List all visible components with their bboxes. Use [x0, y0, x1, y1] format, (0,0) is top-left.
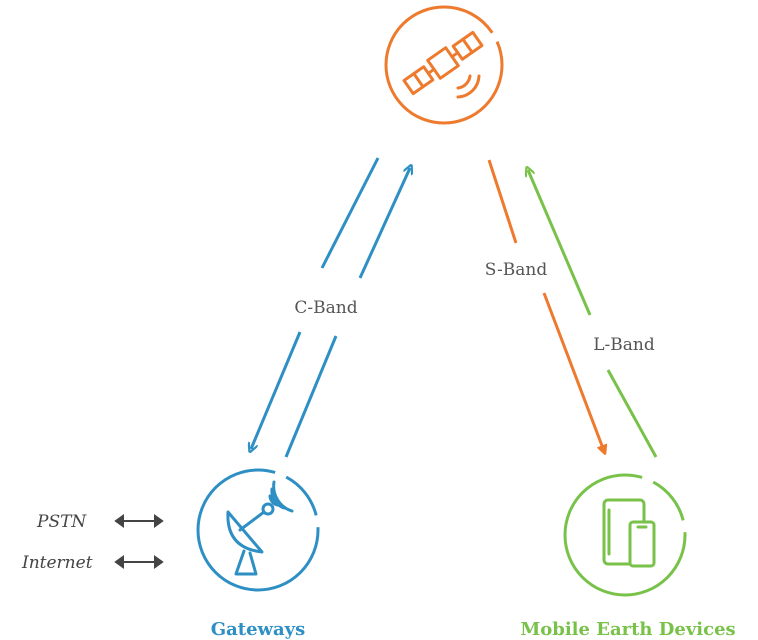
s-band-downlink-arrow	[487, 159, 518, 244]
s-band-link: S-Band	[485, 159, 604, 451]
pstn-bidirectional-arrow-icon	[114, 514, 164, 528]
l-band-link: L-Band	[528, 170, 658, 458]
mobile-earth-devices-label: Mobile Earth Devices	[520, 619, 735, 640]
external-connections: PSTN Internet	[21, 512, 164, 573]
c-band-downlink-arrow-lower	[251, 331, 302, 449]
c-band-uplink-arrow-upper	[358, 168, 410, 279]
internet-bidirectional-arrow-icon	[114, 555, 164, 569]
gateway-circle	[196, 468, 320, 592]
c-band-downlink-arrow	[320, 157, 380, 269]
c-band-uplink-arrow	[284, 335, 338, 458]
satellite-node	[384, 5, 504, 125]
s-band-label: S-Band	[485, 260, 548, 280]
pstn-label: PSTN	[36, 512, 87, 532]
internet-label: Internet	[21, 553, 93, 573]
mobile-devices-icon	[602, 498, 656, 568]
satellite-circle	[384, 5, 504, 125]
gateway-node	[196, 468, 320, 592]
l-band-uplink-arrow	[606, 369, 658, 458]
gateways-label: Gateways	[211, 619, 306, 640]
devices-circle	[563, 473, 687, 597]
satellite-icon	[402, 30, 484, 99]
l-band-uplink-arrow-upper	[528, 170, 592, 316]
l-band-label: L-Band	[593, 335, 655, 355]
c-band-label: C-Band	[294, 298, 357, 318]
satellite-dish-icon	[226, 480, 294, 576]
c-band-link: C-Band	[251, 157, 410, 458]
devices-node	[563, 473, 687, 597]
s-band-downlink-arrow-lower	[542, 292, 604, 451]
